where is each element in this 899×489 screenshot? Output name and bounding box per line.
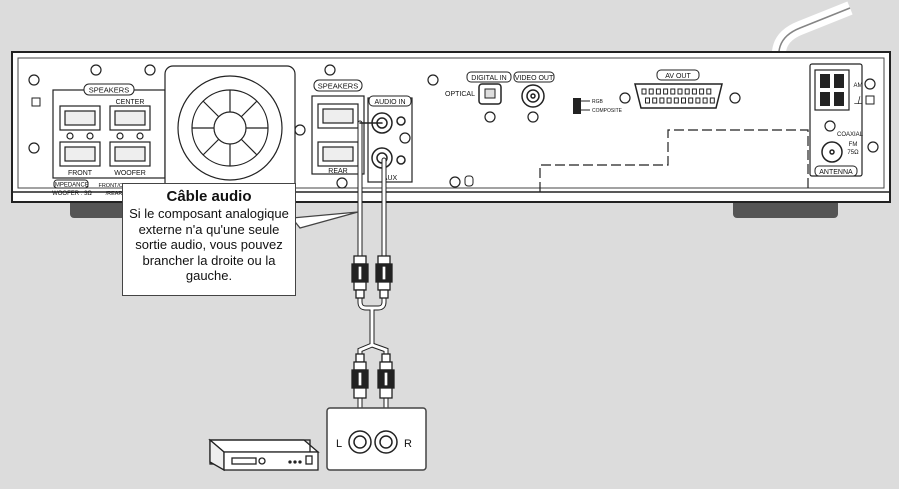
rgb-label: RGB	[592, 99, 604, 105]
aux-label: AUX	[383, 175, 398, 182]
lock-icon	[464, 175, 474, 187]
left-jack-label: L	[336, 438, 342, 450]
scart-pin	[702, 97, 708, 104]
scart-pin	[681, 97, 686, 104]
woofer-label: WOOFER	[114, 170, 146, 177]
internal-outline	[539, 129, 809, 192]
impedance-rear-label: /REAR	[106, 191, 123, 197]
scart-pin	[655, 88, 661, 95]
coaxial-label: COAXIAL	[837, 132, 864, 138]
callout-title: Câble audio	[166, 188, 252, 205]
scart-pin	[695, 97, 701, 104]
callout-pointer	[290, 211, 359, 229]
scart-pin	[645, 97, 650, 104]
callout-body: Si le composant analogique externe n'a q…	[129, 206, 289, 283]
rca-plugs-top	[351, 255, 393, 299]
scart-port[interactable]	[634, 83, 723, 109]
scart-pin	[677, 88, 683, 95]
front-label: FRONT	[68, 170, 93, 177]
external-device-icon	[208, 438, 320, 472]
scart-pin	[659, 97, 665, 104]
fm-ohm-label: 75Ω	[847, 150, 859, 156]
scart-pin	[641, 88, 647, 95]
audio-in-label: AUDIO IN	[374, 99, 405, 106]
scart-pin	[691, 88, 697, 95]
optical-label: OPTICAL	[445, 91, 475, 98]
impedance-front-label: FRONT/CENTER	[98, 183, 141, 189]
center-label: CENTER	[116, 99, 145, 106]
speakers-label-rear: SPEAKERS	[318, 82, 358, 91]
am-label: AM	[854, 83, 863, 89]
scart-pin	[652, 97, 658, 104]
fm-label: FM	[849, 142, 858, 148]
antenna-label: ANTENNA	[819, 169, 853, 176]
scart-pin	[673, 97, 679, 104]
rgb-composite-switch[interactable]	[573, 98, 581, 114]
right-jack-label: R	[404, 438, 412, 450]
scart-pin	[648, 88, 654, 95]
scart-pin	[663, 88, 669, 95]
scart-pin	[666, 97, 672, 104]
unit-back-panel	[11, 51, 891, 203]
ground-tab-left	[31, 97, 41, 107]
rca-plugs-bottom	[351, 353, 395, 399]
rear-label: REAR	[328, 168, 347, 175]
scart-pin	[688, 97, 694, 104]
composite-label: COMPOSITE	[592, 108, 623, 114]
scart-pin	[670, 88, 676, 95]
impedance-label: IMPEDANCE	[53, 183, 89, 189]
scart-pin	[684, 88, 690, 95]
impedance-woofer-label: WOOFER : 3Ω	[52, 191, 92, 197]
audio-cable-callout: Câble audio Si le composant analogique e…	[122, 183, 296, 296]
svg-text:⊥: ⊥	[853, 95, 863, 107]
ground-tab-right	[865, 95, 875, 105]
av-out-label: AV OUT	[665, 73, 691, 80]
cooling-fan	[164, 65, 296, 192]
scart-pin	[706, 88, 712, 95]
video-out-label: VIDEO OUT	[515, 75, 554, 82]
digital-in-label: DIGITAL IN	[471, 75, 506, 82]
scart-pin	[699, 88, 705, 95]
scart-pin	[709, 97, 715, 104]
speakers-label-left: SPEAKERS	[89, 86, 129, 95]
